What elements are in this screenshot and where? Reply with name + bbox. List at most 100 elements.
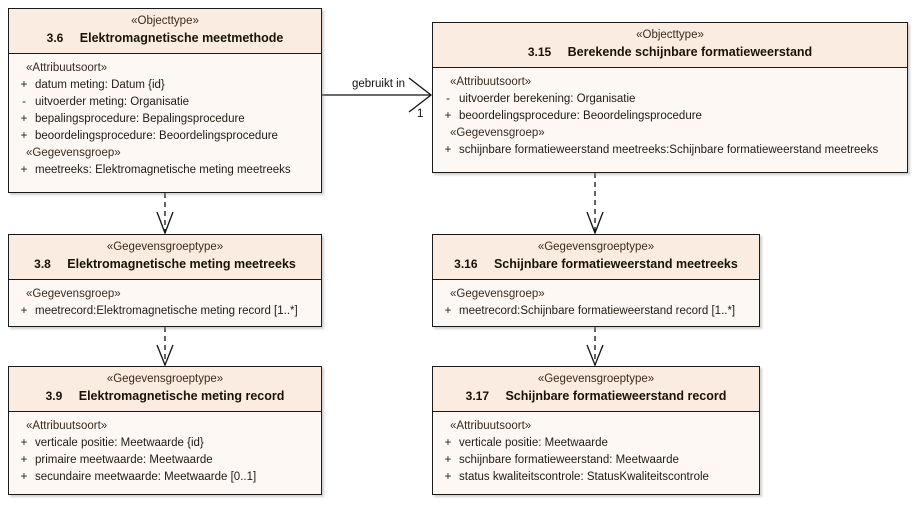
class-stereotype: «Objecttype» bbox=[131, 15, 199, 27]
attribute-row: + meetrecord:Elektromagnetische meting r… bbox=[13, 303, 317, 320]
attribute-row: + verticale positie: Meetwaarde {id} bbox=[13, 435, 317, 452]
compartment-group-label: «Gegevensgroep» bbox=[450, 288, 545, 300]
attribute-visibility: - bbox=[446, 93, 450, 105]
attribute-text: primaire meetwaarde: Meetwaarde bbox=[35, 454, 213, 466]
class-stereotype: «Gegevensgroeptype» bbox=[106, 373, 224, 385]
attribute-row: + meetreeks: Elektromagnetische meting m… bbox=[13, 162, 317, 179]
attribute-visibility: + bbox=[444, 437, 452, 449]
attribute-visibility: + bbox=[444, 110, 452, 122]
class-stereotype: «Objecttype» bbox=[636, 29, 704, 41]
class-number: 3.15 bbox=[527, 45, 552, 59]
attribute-text: meetrecord:Schijnbare formatieweerstand … bbox=[459, 305, 736, 317]
class-number: 3.17 bbox=[465, 389, 489, 403]
class-elektromagnetische-meetmethode[interactable]: «Objecttype» 3.6 Elektromagnetische meet… bbox=[8, 8, 322, 193]
compartment-group-label: «Gegevensgroep» bbox=[26, 288, 121, 300]
attribute-text: secundaire meetwaarde: Meetwaarde [0..1] bbox=[35, 471, 257, 483]
attribute-text: status kwaliteitscontrole: StatusKwalite… bbox=[459, 471, 709, 483]
compartment-group-label: «Gegevensgroep» bbox=[450, 127, 545, 139]
attribute-text: uitvoerder berekening: Organisatie bbox=[459, 93, 636, 105]
attribute-row: + bepalingsprocedure: Bepalingsprocedure bbox=[13, 111, 317, 128]
attribute-visibility: + bbox=[444, 454, 452, 466]
attribute-row: + schijnbare formatieweerstand meetreeks… bbox=[437, 142, 903, 159]
class-title-row: 3.16 Schijnbare formatieweerstand meetre… bbox=[439, 255, 753, 273]
attribute-text: meetrecord:Elektromagnetische meting rec… bbox=[35, 305, 298, 317]
attribute-visibility: + bbox=[20, 130, 28, 142]
class-header: «Gegevensgroeptype» 3.16 Schijnbare form… bbox=[433, 235, 759, 280]
class-title-row: 3.8 Elektromagnetische meting meetreeks bbox=[15, 255, 315, 273]
class-body: «Gegevensgroep» + meetrecord:Schijnbare … bbox=[433, 280, 759, 326]
attribute-row: + beoordelingsprocedure: Beoordelingspro… bbox=[437, 108, 903, 125]
class-header: «Objecttype» 3.15 Berekende schijnbare f… bbox=[433, 23, 907, 68]
class-body: «Attribuutsoort» + verticale positie: Me… bbox=[9, 412, 321, 492]
class-title-row: 3.9 Elektromagnetische meting record bbox=[15, 387, 315, 405]
class-name: Elektromagnetische meetmethode bbox=[79, 31, 284, 45]
class-body: «Attribuutsoort» + datum meting: Datum {… bbox=[9, 54, 321, 185]
attribute-text: verticale positie: Meetwaarde {id} bbox=[35, 437, 204, 449]
class-name: Berekende schijnbare formatieweerstand bbox=[567, 45, 813, 59]
attribute-row: + secundaire meetwaarde: Meetwaarde [0..… bbox=[13, 469, 317, 486]
class-schijnbare-formatieweerstand-record[interactable]: «Gegevensgroeptype» 3.17 Schijnbare form… bbox=[432, 366, 760, 495]
attribute-visibility: - bbox=[22, 96, 26, 108]
class-number: 3.6 bbox=[46, 31, 64, 45]
connector-sfw-meetreeks-to-record[interactable] bbox=[586, 327, 604, 367]
class-elektromagnetische-meting-meetreeks[interactable]: «Gegevensgroeptype» 3.8 Elektromagnetisc… bbox=[8, 234, 322, 327]
class-header: «Gegevensgroeptype» 3.17 Schijnbare form… bbox=[433, 367, 759, 412]
attribute-row: + meetrecord:Schijnbare formatieweerstan… bbox=[437, 303, 755, 320]
connector-label-gebruikt-in: gebruikt in bbox=[352, 78, 406, 90]
connector-meetmethode-to-meetreeks[interactable] bbox=[156, 193, 174, 235]
class-header: «Gegevensgroeptype» 3.8 Elektromagnetisc… bbox=[9, 235, 321, 280]
attribute-row: - uitvoerder meting: Organisatie bbox=[13, 94, 317, 111]
class-number: 3.9 bbox=[45, 389, 63, 403]
attribute-row: - uitvoerder berekening: Organisatie bbox=[437, 91, 903, 108]
attribute-visibility: + bbox=[444, 305, 452, 317]
class-title-row: 3.15 Berekende schijnbare formatieweerst… bbox=[439, 43, 901, 61]
attribute-text: beoordelingsprocedure: Beoordelingsproce… bbox=[35, 130, 278, 142]
class-name: Schijnbare formatieweerstand record bbox=[505, 389, 727, 403]
attribute-text: uitvoerder meting: Organisatie bbox=[35, 96, 190, 108]
class-name: Elektromagnetische meting meetreeks bbox=[67, 257, 296, 271]
attribute-visibility: + bbox=[20, 305, 28, 317]
attribute-visibility: + bbox=[20, 79, 28, 91]
attribute-row: + verticale positie: Meetwaarde bbox=[437, 435, 755, 452]
attribute-visibility: + bbox=[20, 437, 28, 449]
class-header: «Objecttype» 3.6 Elektromagnetische meet… bbox=[9, 9, 321, 54]
class-name: Schijnbare formatieweerstand meetreeks bbox=[493, 257, 738, 271]
attribute-text: meetreeks: Elektromagnetische meting mee… bbox=[35, 164, 291, 176]
class-berekende-schijnbare-formatieweerstand[interactable]: «Objecttype» 3.15 Berekende schijnbare f… bbox=[432, 22, 908, 173]
compartment-group-label: «Attribuutsoort» bbox=[26, 62, 108, 74]
class-elektromagnetische-meting-record[interactable]: «Gegevensgroeptype» 3.9 Elektromagnetisc… bbox=[8, 366, 322, 495]
class-stereotype: «Gegevensgroeptype» bbox=[106, 241, 224, 253]
attribute-visibility: + bbox=[20, 454, 28, 466]
connector-berekende-to-meetreeks[interactable] bbox=[586, 173, 604, 235]
class-body: «Attribuutsoort» + verticale positie: Me… bbox=[433, 412, 759, 492]
connector-multiplicity-target: 1 bbox=[417, 108, 424, 120]
attribute-visibility: + bbox=[444, 144, 452, 156]
attribute-row: + status kwaliteitscontrole: StatusKwali… bbox=[437, 469, 755, 486]
attribute-text: datum meting: Datum {id} bbox=[35, 79, 165, 91]
attribute-visibility: + bbox=[20, 113, 28, 125]
class-number: 3.16 bbox=[454, 257, 478, 271]
attribute-visibility: + bbox=[20, 164, 28, 176]
attribute-row: + primaire meetwaarde: Meetwaarde bbox=[13, 452, 317, 469]
attribute-visibility: + bbox=[444, 471, 452, 483]
class-name: Elektromagnetische meting record bbox=[78, 389, 285, 403]
attribute-text: verticale positie: Meetwaarde bbox=[459, 437, 608, 449]
class-title-row: 3.6 Elektromagnetische meetmethode bbox=[15, 29, 315, 47]
class-header: «Gegevensgroeptype» 3.9 Elektromagnetisc… bbox=[9, 367, 321, 412]
class-body: «Attribuutsoort» - uitvoerder berekening… bbox=[433, 68, 907, 165]
attribute-row: + beoordelingsprocedure: Beoordelingspro… bbox=[13, 128, 317, 145]
attribute-text: schijnbare formatieweerstand: Meetwaarde bbox=[459, 454, 679, 466]
class-stereotype: «Gegevensgroeptype» bbox=[537, 241, 655, 253]
compartment-group-label: «Gegevensgroep» bbox=[26, 147, 121, 159]
compartment-group-label: «Attribuutsoort» bbox=[450, 420, 532, 432]
class-body: «Gegevensgroep» + meetrecord:Elektromagn… bbox=[9, 280, 321, 326]
compartment-group-label: «Attribuutsoort» bbox=[26, 420, 108, 432]
attribute-text: beoordelingsprocedure: Beoordelingsproce… bbox=[459, 110, 702, 122]
attribute-text: schijnbare formatieweerstand meetreeks:S… bbox=[459, 144, 879, 156]
attribute-row: + datum meting: Datum {id} bbox=[13, 77, 317, 94]
connector-meetreeks-to-record[interactable] bbox=[156, 327, 174, 367]
attribute-text: bepalingsprocedure: Bepalingsprocedure bbox=[35, 113, 245, 125]
attribute-row: + schijnbare formatieweerstand: Meetwaar… bbox=[437, 452, 755, 469]
class-schijnbare-formatieweerstand-meetreeks[interactable]: «Gegevensgroeptype» 3.16 Schijnbare form… bbox=[432, 234, 760, 327]
